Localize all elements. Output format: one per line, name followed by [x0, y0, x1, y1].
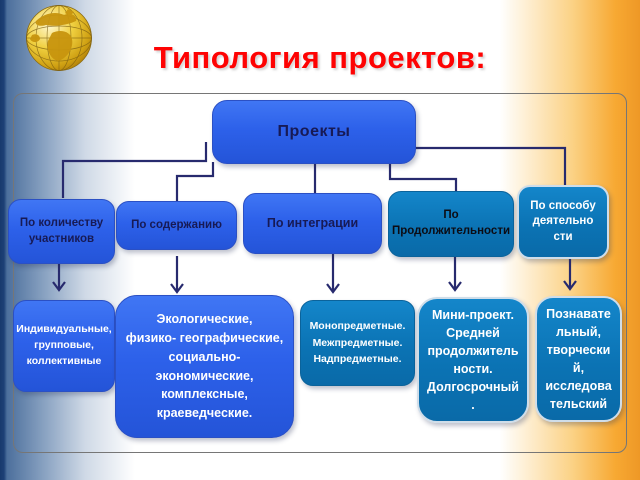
node-by-duration-label: По Продолжительности — [391, 209, 511, 237]
leaf-participants-types: Индивидуальные, групповые, коллективные — [13, 300, 115, 392]
node-by-activity-label: По способу деятельно сти — [530, 199, 596, 243]
leaf-duration-types: Мини-проект. Средней продолжитель ности.… — [417, 297, 529, 423]
node-projects-label: Проекты — [277, 123, 351, 141]
node-projects: Проекты — [212, 100, 416, 164]
leaf-subject-types: Монопредметные. Межпредметные. Надпредме… — [300, 300, 415, 386]
leaf-activity-types: Познавате льный, творчески й, исследова … — [535, 296, 622, 422]
node-by-content-label: По содержанию — [131, 218, 222, 231]
leaf-participants-types-label: Индивидуальные, групповые, коллективные — [16, 323, 112, 367]
node-by-integration-label: По интеграции — [266, 216, 359, 231]
page-title: Типология проектов: — [153, 40, 487, 75]
node-by-participants: По количеству участников — [8, 199, 115, 264]
leaf-content-types: Экологические, физико- географические, с… — [115, 295, 294, 438]
leaf-activity-types-label: Познавате льный, творчески й, исследова … — [545, 306, 612, 412]
leaf-subject-types-label: Монопредметные. Межпредметные. Надпредме… — [309, 319, 406, 366]
node-by-activity: По способу деятельно сти — [517, 185, 609, 259]
leaf-duration-types-label: Мини-проект. Средней продолжитель ности.… — [427, 307, 519, 413]
node-by-integration: По интеграции — [243, 193, 382, 254]
globe-logo-icon — [26, 5, 92, 71]
diagram-panel — [13, 93, 627, 453]
node-by-duration: По Продолжительности — [388, 191, 514, 257]
node-by-content: По содержанию — [116, 201, 237, 250]
leaf-content-types-label: Экологические, физико- географические, с… — [125, 312, 284, 420]
node-by-participants-label: По количеству участников — [19, 216, 104, 245]
